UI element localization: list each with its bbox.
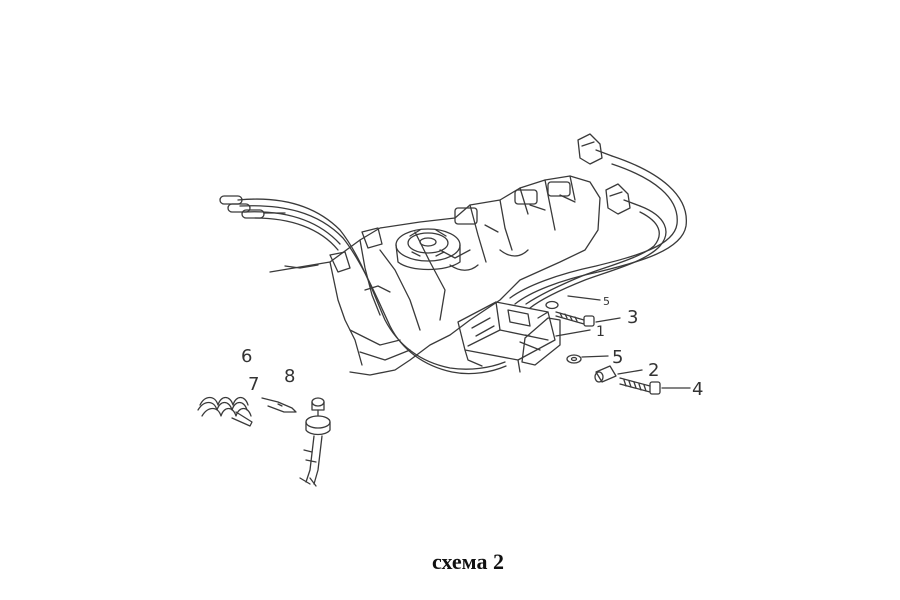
- leader-line: [596, 318, 620, 322]
- block-bracket-icon: [362, 228, 382, 248]
- screw-icon: [556, 312, 594, 326]
- kill-switch-icon: [300, 398, 330, 486]
- spark-plug-cap-icon: [606, 184, 640, 214]
- washer-icon: [546, 302, 558, 309]
- diagram-caption: схема 2: [432, 549, 504, 574]
- lanyard-coil-icon: [198, 398, 252, 427]
- callout-6: 6: [241, 346, 252, 367]
- callout-1: 1: [596, 324, 605, 340]
- callout-4: 4: [692, 379, 703, 400]
- callout-3: 3: [627, 307, 638, 328]
- spark-plug-cap-icon: [578, 134, 612, 164]
- flywheel-icon: [396, 229, 460, 270]
- clip-icon: [262, 398, 296, 412]
- coil-bracket-icon: [522, 318, 560, 365]
- callout-5-lower: 5: [612, 347, 623, 368]
- block-bracket-icon: [330, 252, 350, 272]
- callout-2: 2: [648, 360, 659, 381]
- spacer-collar-icon: [595, 366, 616, 382]
- leader-line: [618, 370, 642, 374]
- ignition-coil-icon: [458, 302, 555, 372]
- high-tension-lead: [510, 156, 686, 308]
- callout-8: 8: [284, 366, 295, 387]
- washer-icon: [567, 355, 581, 363]
- bullet-connector-icon: [220, 196, 285, 218]
- callout-5-upper: 5: [603, 295, 610, 308]
- leader-line: [582, 356, 608, 357]
- engine-block: [270, 176, 600, 375]
- bolt-icon: [620, 378, 660, 394]
- leader-line: [568, 296, 600, 300]
- callout-7: 7: [248, 374, 259, 395]
- wire-harness: [238, 199, 506, 374]
- leader-line: [556, 330, 590, 336]
